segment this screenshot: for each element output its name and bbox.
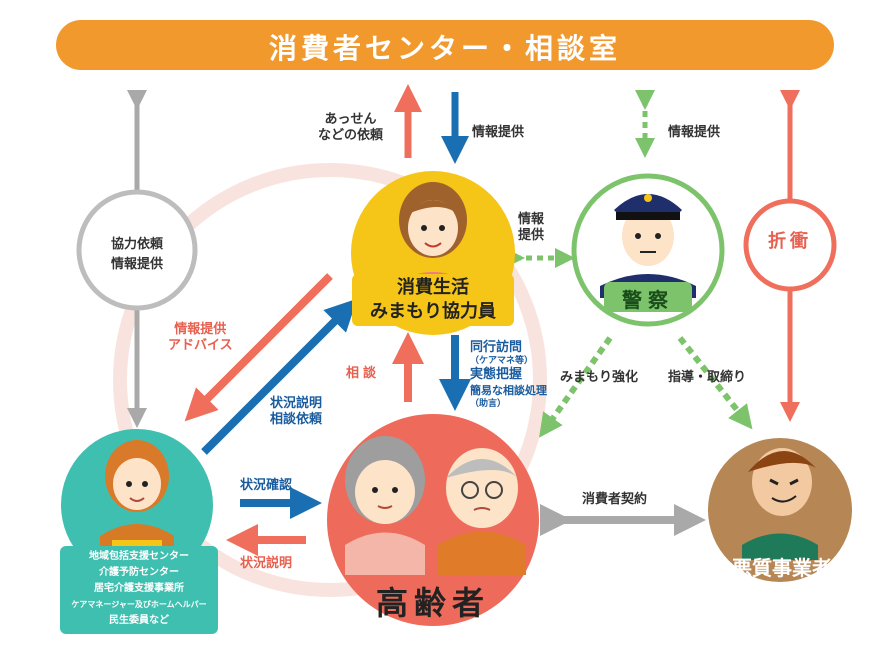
consultation-label: 相談 [346,366,381,381]
visit-line2: （ケアマネ等） [470,356,534,366]
consumer-center-banner: 消費者センター・相談室 [56,20,834,70]
negotiation-label: 折衝 [768,231,812,252]
advice-arrow [184,273,333,422]
banner-title: 消費者センター・相談室 [268,32,621,65]
volunteer-label-line1: 消費生活 [397,277,469,298]
visit-line1: 同行訪問 [470,340,523,355]
visit-line5: （助言） [470,399,507,409]
watch-strengthen-arrow [539,336,613,438]
info-pv-line2: 提供 [518,228,545,243]
support-label: 地域包括支援センター 介護予防センター 居宅介護支援事業所 ケアマネージャー及び… [46,549,232,629]
cooperation-circle [76,189,198,311]
cooperation-line2: 情報提供 [110,257,163,272]
elderly-label: 高齢者 [375,584,490,622]
info-center-police-label: 情報提供 [668,125,721,140]
visit-line3: 実態把握 [470,367,523,382]
guidance-arrow [677,336,753,430]
info-pv-line1: 情報 [518,212,545,227]
volunteer-label: 消費生活 みまもり協力員 [352,276,514,324]
negotiation-circle [743,198,837,292]
support-label-line5: 民生委員など [109,615,169,626]
mediation-request-label: あっせん などの依頼 [318,112,383,144]
background-ring [113,163,547,597]
visit-line4: 簡易な相談処理 [470,384,547,397]
advice-line1: 情報提供 [174,322,227,337]
info-police-volunteer-label: 情報 提供 [518,212,544,244]
situation-report-arrow [201,298,358,455]
report-line1: 状況説明 [270,396,323,411]
support-label-line4: ケアマネージャー及びホームヘルパー [71,600,207,609]
support-label-line1: 地域包括支援センター [89,551,189,562]
cooperation-label: 協力依頼 情報提供 [97,235,177,275]
guidance-label: 指導・取締り [668,370,747,385]
support-label-line3: 居宅介護支援事業所 [94,583,184,594]
situation-confirm-label: 状況確認 [240,478,293,493]
vendor-label: 悪質事業者 [732,556,832,580]
consumer-contract-label: 消費者契約 [582,492,648,507]
support-label-line2: 介護予防センター [99,567,179,578]
advice-line2: アドバイス [168,338,233,353]
report-line2: 相談依頼 [270,412,323,427]
support-label-bg [60,546,218,634]
elderly-node [327,414,539,626]
police-label-bg [604,282,692,312]
info-advice-label: 情報提供 アドバイス [168,322,233,354]
volunteer-label-bg [352,274,514,326]
info-center-volunteer-label: 情報提供 [472,125,525,140]
mediation-line1: あっせん [324,112,377,127]
vendor-node [708,438,852,582]
situation-report-label: 状況説明 相談依頼 [270,396,322,428]
mediation-line2: などの依頼 [318,128,384,143]
cooperation-line1: 協力依頼 [110,237,163,252]
visit-label: 同行訪問 （ケアマネ等） 実態把握 簡易な相談処理 （助言） [470,340,547,410]
watch-strengthen-label: みまもり強化 [560,370,639,385]
police-label: 警察 [622,288,674,312]
situation-explain-label: 状況説明 [240,556,293,571]
volunteer-label-line2: みまもり協力員 [370,301,496,322]
